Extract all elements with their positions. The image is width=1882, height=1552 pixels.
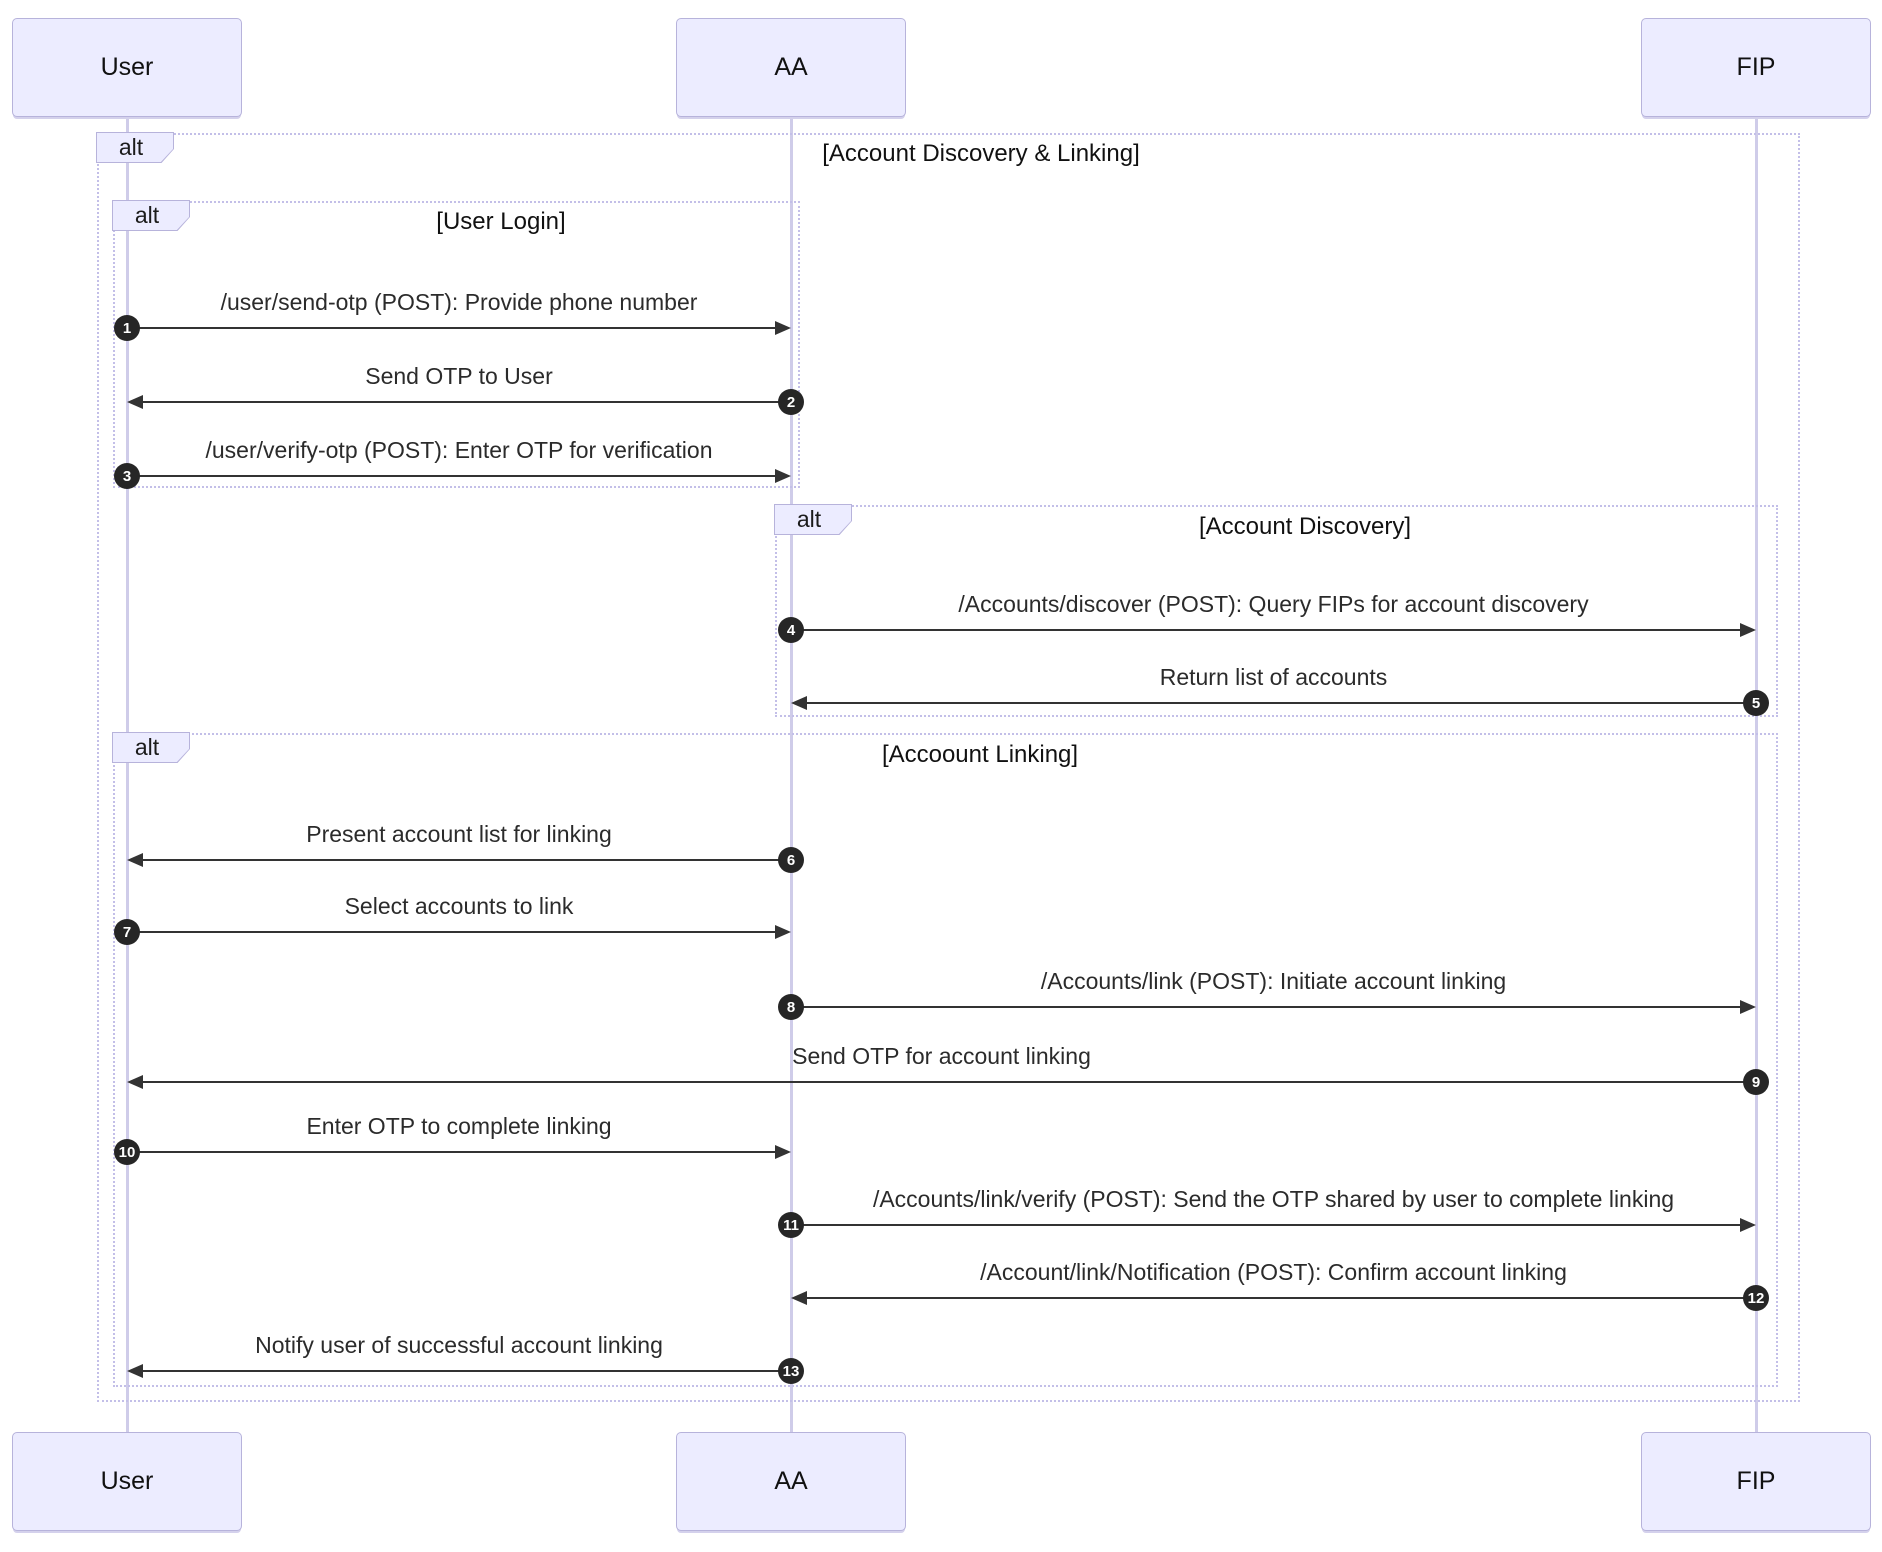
message-10-number-badge: 10 <box>114 1139 140 1165</box>
message-9-arrow <box>141 1080 1756 1084</box>
arrowhead-icon <box>1740 1000 1756 1014</box>
message-1-text: /user/send-otp (POST): Provide phone num… <box>220 289 698 315</box>
participant-user-top: User <box>12 18 242 117</box>
arrowhead-icon <box>775 925 791 939</box>
alt-keyword-label: alt <box>775 505 851 534</box>
alt-keyword-text: alt <box>134 734 160 760</box>
message-11-arrow <box>791 1223 1742 1227</box>
arrowhead-icon <box>791 696 807 710</box>
alt-condition-1: [User Login] <box>436 208 566 235</box>
message-5-arrow <box>805 701 1756 705</box>
message-8-arrow <box>791 1005 1742 1009</box>
message-3-number-badge: 3 <box>114 463 140 489</box>
message-2-text: Send OTP to User <box>365 363 553 389</box>
alt-condition-0: [Account Discovery & Linking] <box>822 140 1140 167</box>
alt-keyword-label: alt <box>113 201 189 230</box>
message-13-text: Notify user of successful account linkin… <box>255 1332 663 1358</box>
participant-fip-top: FIP <box>1641 18 1871 117</box>
alt-condition-3: [Accoount Linking] <box>881 741 1079 768</box>
alt-frame-1 <box>113 201 800 488</box>
message-5-text: Return list of accounts <box>1159 664 1388 690</box>
arrowhead-icon <box>1740 623 1756 637</box>
participant-fip-bottom: FIP <box>1641 1432 1871 1531</box>
message-4-arrow <box>791 628 1742 632</box>
arrowhead-icon <box>127 1364 143 1378</box>
alt-keyword-text: alt <box>118 134 144 160</box>
message-12-text: /Account/link/Notification (POST): Confi… <box>980 1259 1567 1285</box>
participant-label: AA <box>774 1467 808 1495</box>
message-8-number-badge: 8 <box>778 994 804 1020</box>
alt-frame-tab-2: alt <box>774 504 852 535</box>
arrowhead-icon <box>775 1145 791 1159</box>
alt-condition-2: [Account Discovery] <box>1198 513 1412 540</box>
arrowhead-icon <box>775 469 791 483</box>
arrowhead-icon <box>127 853 143 867</box>
participant-aa-top: AA <box>676 18 906 117</box>
message-1-number-badge: 1 <box>114 315 140 341</box>
message-6-number-badge: 6 <box>778 847 804 873</box>
alt-frame-0 <box>97 133 1800 1402</box>
message-2-arrow <box>141 400 791 404</box>
message-7-number-badge: 7 <box>114 919 140 945</box>
alt-frame-2 <box>775 505 1778 717</box>
alt-keyword-text: alt <box>796 506 822 532</box>
participant-aa-bottom: AA <box>676 1432 906 1531</box>
message-3-arrow <box>127 474 777 478</box>
message-11-text: /Accounts/link/verify (POST): Send the O… <box>872 1186 1675 1212</box>
message-9-number-badge: 9 <box>1743 1069 1769 1095</box>
message-13-number-badge: 13 <box>778 1358 804 1384</box>
alt-keyword-label: alt <box>97 133 173 162</box>
message-11-number-badge: 11 <box>778 1212 804 1238</box>
message-8-text: /Accounts/link (POST): Initiate account … <box>1040 968 1507 994</box>
message-6-text: Present account list for linking <box>306 821 612 847</box>
participant-label: User <box>100 53 154 81</box>
message-13-arrow <box>141 1369 791 1373</box>
message-4-number-badge: 4 <box>778 617 804 643</box>
alt-frame-tab-1: alt <box>112 200 190 231</box>
message-7-arrow <box>127 930 777 934</box>
alt-frame-tab-3: alt <box>112 732 190 763</box>
arrowhead-icon <box>127 1075 143 1089</box>
participant-user-bottom: User <box>12 1432 242 1531</box>
message-10-text: Enter OTP to complete linking <box>306 1113 612 1139</box>
message-6-arrow <box>141 858 791 862</box>
lifeline-user <box>125 117 129 1432</box>
lifeline-fip <box>1754 117 1758 1432</box>
arrowhead-icon <box>791 1291 807 1305</box>
arrowhead-icon <box>1740 1218 1756 1232</box>
message-2-number-badge: 2 <box>778 389 804 415</box>
alt-keyword-label: alt <box>113 733 189 762</box>
message-7-text: Select accounts to link <box>344 893 574 919</box>
participant-label: FIP <box>1736 1467 1776 1495</box>
participant-label: FIP <box>1736 53 1776 81</box>
message-12-number-badge: 12 <box>1743 1285 1769 1311</box>
message-9-text: Send OTP for account linking <box>792 1043 1091 1069</box>
message-4-text: /Accounts/discover (POST): Query FIPs fo… <box>958 591 1589 617</box>
alt-frame-tab-0: alt <box>96 132 174 163</box>
message-5-number-badge: 5 <box>1743 690 1769 716</box>
participant-label: AA <box>774 53 808 81</box>
message-1-arrow <box>127 326 777 330</box>
arrowhead-icon <box>775 321 791 335</box>
message-12-arrow <box>805 1296 1756 1300</box>
lifeline-aa <box>789 117 793 1432</box>
message-3-text: /user/verify-otp (POST): Enter OTP for v… <box>205 437 713 463</box>
alt-frame-3 <box>113 733 1778 1387</box>
alt-keyword-text: alt <box>134 202 160 228</box>
participant-label: User <box>100 1467 154 1495</box>
message-10-arrow <box>127 1150 777 1154</box>
arrowhead-icon <box>127 395 143 409</box>
